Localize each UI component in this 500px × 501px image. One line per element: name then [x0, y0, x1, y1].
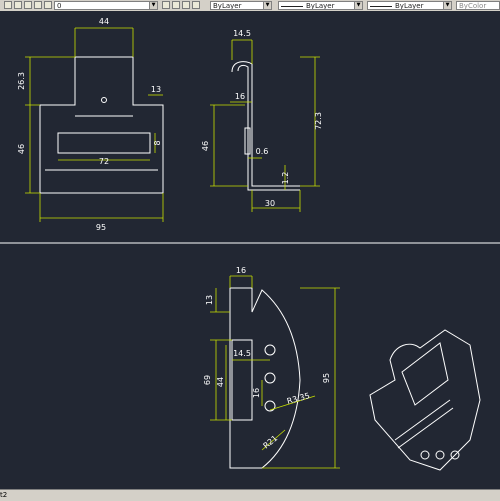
blank-hole: [264, 372, 276, 384]
chevron-down-icon[interactable]: ▼: [263, 2, 271, 9]
dimension-line: [210, 104, 248, 187]
dimension-line: [262, 287, 340, 469]
dim-label: 72.3: [314, 112, 323, 130]
dim-label: 13: [205, 295, 214, 305]
lineweight-combo[interactable]: ByLayer ▼: [367, 1, 452, 10]
dim-label: 16: [236, 266, 246, 275]
dimension-line: [210, 339, 232, 421]
dim-label: 44: [216, 377, 225, 387]
layer-previous-icon[interactable]: [172, 1, 180, 9]
dim-label: 14.5: [233, 349, 251, 358]
iso-view-hole: [450, 450, 460, 460]
dimension-line: [229, 275, 253, 288]
dimension-line: [261, 429, 286, 451]
dimension-line: [231, 39, 253, 64]
iso-view-clip: [401, 342, 449, 406]
plotstyle-combo-value: ByColor: [459, 2, 487, 10]
front-view-hole: [101, 97, 107, 103]
drawing-canvas[interactable]: 44 26.3 13 46 72 8 95 14.5 16 72.3 46 0.…: [0, 11, 500, 489]
blank-hole: [264, 344, 276, 356]
lineweight-sample-icon: [370, 5, 392, 7]
dim-label: 69: [203, 375, 212, 385]
dimension-line: [25, 56, 75, 106]
make-object-layer-current-icon[interactable]: [162, 1, 170, 9]
side-view-profile-inner: [237, 64, 300, 191]
chevron-down-icon[interactable]: ▼: [354, 2, 362, 9]
linetype-combo[interactable]: ByLayer ▼: [278, 1, 363, 10]
dimension-lines: [25, 27, 340, 469]
dim-label: 46: [17, 144, 26, 154]
drawing-geometry: [39, 56, 481, 471]
dim-label: 14.5: [233, 29, 251, 38]
layer-on-icon[interactable]: [14, 1, 22, 9]
dim-label: 16: [235, 92, 245, 101]
layer-combo-value: 0: [57, 2, 62, 10]
dim-label: 30: [265, 199, 275, 208]
layout-tab[interactable]: t2: [0, 491, 8, 499]
properties-toolbar: 0 ▼ ByLayer ▼ ByLayer ▼ ByLayer ▼ ByColo…: [0, 0, 500, 12]
iso-view-outline: [369, 329, 481, 471]
iso-view-hole: [420, 450, 430, 460]
chevron-down-icon[interactable]: ▼: [149, 2, 157, 9]
dim-label: 16: [252, 388, 261, 398]
dimension-line: [39, 193, 164, 222]
front-view-slot: [57, 132, 151, 154]
dimension-line: [74, 27, 134, 57]
iso-view-hole: [435, 450, 445, 460]
color-combo[interactable]: ByLayer ▼: [210, 1, 272, 10]
layer-lock-icon[interactable]: [34, 1, 42, 9]
dim-label: 26.3: [17, 72, 26, 90]
dimension-line: [251, 190, 301, 212]
iso-view-slot: [394, 399, 451, 441]
layer-combo[interactable]: 0 ▼: [54, 1, 158, 10]
layer-states-icon[interactable]: [182, 1, 190, 9]
linetype-sample-icon: [281, 5, 303, 7]
status-bar: t2: [0, 489, 500, 501]
dim-label: 13: [151, 85, 161, 94]
dim-label: 1.2: [281, 172, 290, 185]
layer-color-icon[interactable]: [44, 1, 52, 9]
plotstyle-combo: ByColor: [456, 1, 500, 10]
dimension-line: [25, 105, 40, 194]
dimension-line: [300, 56, 320, 187]
dim-label: 0.6: [256, 147, 269, 156]
dim-label: 95: [322, 373, 331, 383]
match-properties-icon[interactable]: [192, 1, 200, 9]
dim-label: 8: [153, 140, 162, 145]
blank-slot: [231, 339, 253, 421]
linetype-combo-value: ByLayer: [306, 2, 335, 10]
blank-hole: [264, 400, 276, 412]
dim-label: 95: [96, 223, 106, 232]
layer-freeze-icon[interactable]: [24, 1, 32, 9]
dimension-line: [210, 288, 230, 313]
side-view-tab: [244, 127, 251, 155]
model-space-background: [0, 11, 500, 489]
dim-label: 46: [201, 141, 210, 151]
iso-view-slot: [397, 407, 454, 449]
dim-label: 44: [99, 17, 109, 26]
layer-properties-button[interactable]: [4, 1, 12, 9]
dimension-line: [269, 395, 316, 411]
blank-outline: [229, 287, 301, 469]
lineweight-combo-value: ByLayer: [395, 2, 424, 10]
chevron-down-icon[interactable]: ▼: [443, 2, 451, 9]
dim-label: 72: [99, 157, 109, 166]
color-combo-value: ByLayer: [213, 2, 242, 10]
